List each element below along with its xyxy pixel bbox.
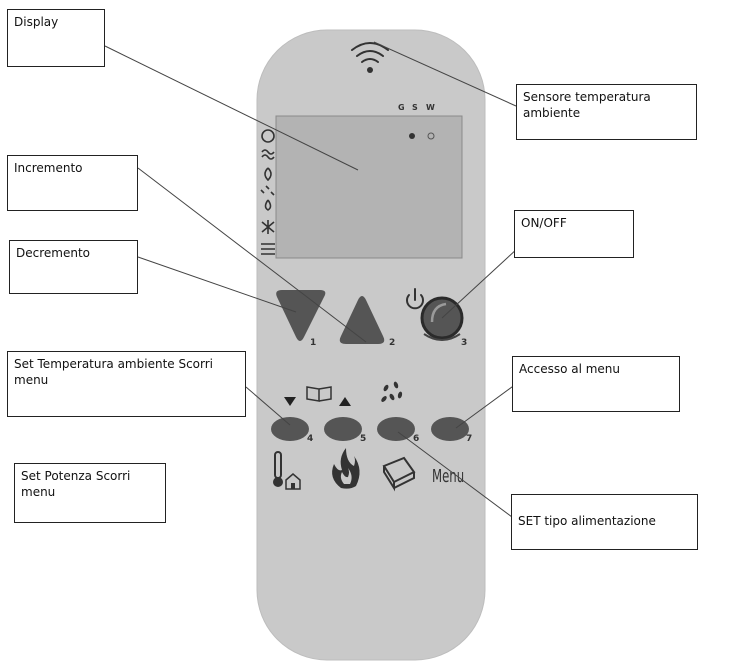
heat-wave-icon <box>261 149 275 160</box>
callout-display[interactable]: Display <box>7 9 105 67</box>
indicator-dot-empty <box>427 132 435 140</box>
button-4[interactable] <box>271 417 309 441</box>
radiator-icon <box>261 243 275 255</box>
leader-line-set-temperatura <box>245 386 291 426</box>
callout-sensore-temperatura[interactable]: Sensore temperatura ambiente <box>516 84 697 140</box>
button-number-5: 5 <box>360 434 366 444</box>
callout-accesso-menu[interactable]: Accesso al menu <box>512 356 680 412</box>
arrow-down-small-icon <box>284 397 296 406</box>
callout-incremento[interactable]: Incremento <box>7 155 138 211</box>
button-number-3: 3 <box>461 338 467 348</box>
button-number-6: 6 <box>413 434 419 444</box>
leader-line-onoff <box>441 247 519 319</box>
decrement-button[interactable] <box>276 290 326 341</box>
book-icon <box>306 386 332 402</box>
feed-tray-icon <box>382 456 416 492</box>
indicator-dot-filled <box>409 133 415 139</box>
menu-label: Menu <box>432 465 464 486</box>
power-button-rim <box>423 333 461 341</box>
leader-line-accesso-menu <box>455 383 517 429</box>
button-number-7: 7 <box>466 434 472 444</box>
button-number-2: 2 <box>389 338 395 348</box>
thermometer-home-icon <box>273 451 301 490</box>
callout-on-off[interactable]: ON/OFF <box>514 210 634 258</box>
power-button-highlight <box>430 302 447 323</box>
leader-lines <box>104 41 519 521</box>
increment-button[interactable] <box>339 296 385 344</box>
button-6[interactable] <box>377 417 415 441</box>
button-number-1: 1 <box>310 338 316 348</box>
indicator-g: G <box>398 103 405 112</box>
clock-icon <box>261 129 275 143</box>
power-symbol-icon <box>406 288 424 310</box>
wifi-sensor-icon <box>351 42 389 73</box>
callout-set-potenza[interactable]: Set Potenza Scorri menu <box>14 463 166 523</box>
flame-mini-icon <box>264 167 272 182</box>
flame-icon-inner <box>340 468 352 484</box>
leader-line-display <box>104 45 359 171</box>
display-screen <box>275 115 463 259</box>
water-drop-icon <box>264 199 272 211</box>
leader-line-incremento <box>137 167 367 343</box>
indicator-s: S <box>412 103 418 112</box>
indicator-w: W <box>426 103 435 112</box>
callout-decremento[interactable]: Decremento <box>9 240 138 294</box>
status-icons-column <box>260 129 275 255</box>
button-number-4: 4 <box>307 434 313 444</box>
arrow-up-small-icon <box>339 397 351 406</box>
fan-icon <box>261 220 275 234</box>
pellet-icon <box>381 381 403 402</box>
button-5[interactable] <box>324 417 362 441</box>
flame-icon <box>332 448 360 489</box>
pellet-mini-icon <box>260 185 275 196</box>
button-7[interactable] <box>431 417 469 441</box>
callout-set-tipo-alimentazione[interactable]: SET tipo alimentazione <box>511 494 698 550</box>
callout-set-temperatura[interactable]: Set Temperatura ambiente Scorri menu <box>7 351 246 417</box>
leader-line-set-tipo <box>397 431 517 521</box>
leader-line-decremento <box>137 256 297 313</box>
leader-line-sensore <box>373 41 517 107</box>
